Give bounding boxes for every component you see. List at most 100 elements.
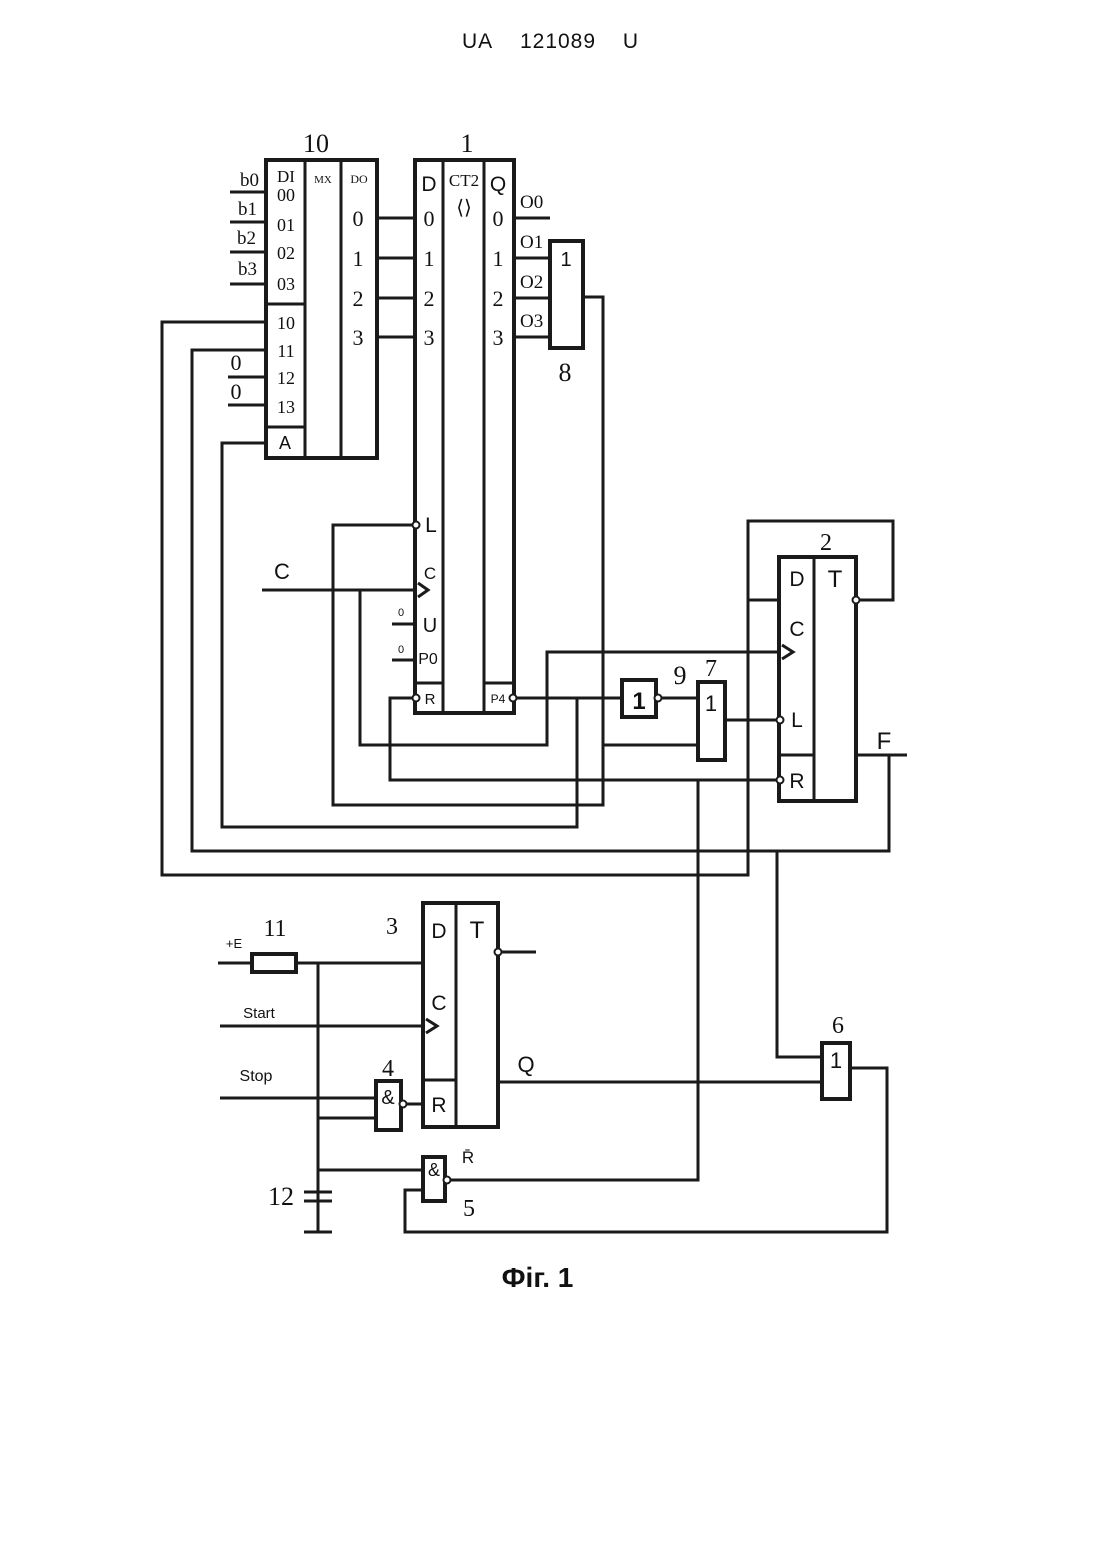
data-input-b0: b0 — [240, 170, 259, 191]
flipflop2-r-label: R — [789, 770, 804, 793]
inverter9-symbol: 1 — [632, 688, 645, 715]
counter-d-label: D — [421, 173, 436, 196]
const-zero-12: 0 — [231, 350, 242, 375]
flipflop2-ref: 2 — [820, 530, 832, 556]
flipflop3-type-label: T — [470, 917, 485, 944]
flipflop2-d-label: D — [789, 568, 804, 591]
or6-ref: 6 — [832, 1013, 844, 1039]
data-input-b3: b3 — [238, 259, 257, 280]
output-o2: O2 — [520, 272, 543, 293]
flipflop3-d-label: D — [431, 920, 446, 943]
or7-symbol: 1 — [705, 691, 717, 716]
counter-1: 1 D CT2 ⟨⟩ Q 0 1 2 3 0 1 2 3 L C U P0 R … — [398, 129, 517, 713]
counter-d1: 1 — [424, 246, 435, 271]
counter-c-label: C — [424, 564, 436, 583]
and4-symbol: & — [381, 1087, 395, 1109]
flipflop-3: 3 D C R T Q — [386, 903, 535, 1127]
or-gate-8: 1 8 — [550, 241, 583, 387]
mux-input-11: 11 — [277, 341, 294, 361]
mux-mx-label: MX — [314, 174, 332, 186]
counter-output-labels: O0 O1 O2 O3 — [520, 192, 543, 332]
output-o3: O3 — [520, 311, 543, 332]
output-f-label: F — [877, 728, 892, 755]
data-input-b2: b2 — [237, 228, 256, 249]
output-o0: O0 — [520, 192, 543, 213]
flipflop2-r-inversion — [777, 777, 784, 784]
flipflop-2: 2 D C L R T — [777, 530, 860, 801]
counter-r-label: R — [425, 691, 436, 708]
or-gate-7: 1 7 — [698, 656, 725, 760]
counter-l-inversion — [413, 522, 420, 529]
or6-symbol: 1 — [830, 1048, 842, 1073]
flipflop2-c-label: C — [789, 618, 804, 641]
mux-do-label: DO — [350, 172, 368, 186]
or8-ref: 8 — [559, 358, 572, 387]
counter-u-zero: 0 — [398, 607, 404, 619]
counter-q3: 3 — [493, 325, 504, 350]
flipflop2-l-inversion — [777, 717, 784, 724]
mux-output-2: 2 — [353, 286, 364, 311]
counter-q1: 1 — [493, 246, 504, 271]
and-gate-5: & 5 R̄ — [423, 1148, 475, 1222]
counter-direction-symbol: ⟨⟩ — [456, 197, 472, 219]
inverter9-output-bubble — [655, 695, 662, 702]
start-input-label: Start — [243, 1005, 276, 1022]
mux-di-label: DI — [277, 167, 295, 186]
figure-caption: Фіг. 1 — [0, 1262, 1075, 1294]
multiplexer-10: 10 DI MX DO 00 01 02 03 10 11 12 13 A 0 … — [231, 129, 378, 458]
flipflop3-q-label: Q — [517, 1052, 534, 1077]
mux-input-13: 13 — [277, 397, 295, 417]
counter-q2: 2 — [493, 286, 504, 311]
and5-symbol: & — [428, 1160, 440, 1180]
output-o1: O1 — [520, 232, 543, 253]
inverter-9: 1 9 — [622, 661, 687, 717]
flipflop2-type-label: T — [828, 566, 843, 593]
counter-d3: 3 — [424, 325, 435, 350]
supply-label: +E — [226, 936, 243, 951]
clock-input-label: C — [274, 559, 290, 584]
and4-ref: 4 — [382, 1056, 394, 1082]
capacitor-12: 12 — [268, 1182, 332, 1232]
counter-carry-inversion — [510, 695, 517, 702]
mux-input-03: 03 — [277, 274, 295, 294]
or8-symbol: 1 — [560, 249, 571, 271]
flipflop2-l-label: L — [791, 709, 803, 732]
flipflop3-ref: 3 — [386, 914, 398, 940]
mux-ref: 10 — [303, 129, 329, 158]
counter-q-label: Q — [490, 173, 506, 196]
mux-input-12: 12 — [277, 368, 295, 388]
counter-r-inversion — [413, 695, 420, 702]
inverter9-ref: 9 — [674, 661, 687, 690]
counter-l-label: L — [425, 514, 437, 537]
counter-p0-zero: 0 — [398, 644, 404, 656]
and5-output-label: R̄ — [462, 1148, 474, 1167]
mux-input-02: 02 — [277, 243, 295, 263]
flipflop3-r-label: R — [431, 1094, 446, 1117]
and4-output-bubble — [400, 1101, 407, 1108]
const-zero-13: 0 — [231, 379, 242, 404]
flipflop3-c-label: C — [431, 992, 446, 1015]
counter-p0-label: P0 — [418, 651, 438, 668]
or-gate-6: 1 6 — [822, 1013, 850, 1099]
counter-type-label: CT2 — [449, 171, 479, 190]
mux-address-label: A — [279, 433, 291, 453]
mux-input-00: 00 — [277, 185, 295, 205]
counter-ref: 1 — [461, 129, 474, 158]
mux-output-0: 0 — [353, 206, 364, 231]
flipflop3-t-inversion — [495, 949, 502, 956]
data-input-b1: b1 — [238, 199, 257, 220]
and-gate-4: & 4 — [376, 1056, 407, 1130]
counter-u-label: U — [423, 615, 437, 637]
and5-output-bubble — [444, 1177, 451, 1184]
mux-output-1: 1 — [353, 246, 364, 271]
and5-ref: 5 — [463, 1196, 475, 1222]
capacitor12-ref: 12 — [268, 1182, 294, 1211]
mux-output-3: 3 — [353, 325, 364, 350]
counter-d0: 0 — [424, 206, 435, 231]
counter-d2: 2 — [424, 286, 435, 311]
mux-input-01: 01 — [277, 215, 295, 235]
counter-carry-label: P4 — [491, 692, 506, 706]
counter-q0: 0 — [493, 206, 504, 231]
flipflop2-t-inversion — [853, 597, 860, 604]
